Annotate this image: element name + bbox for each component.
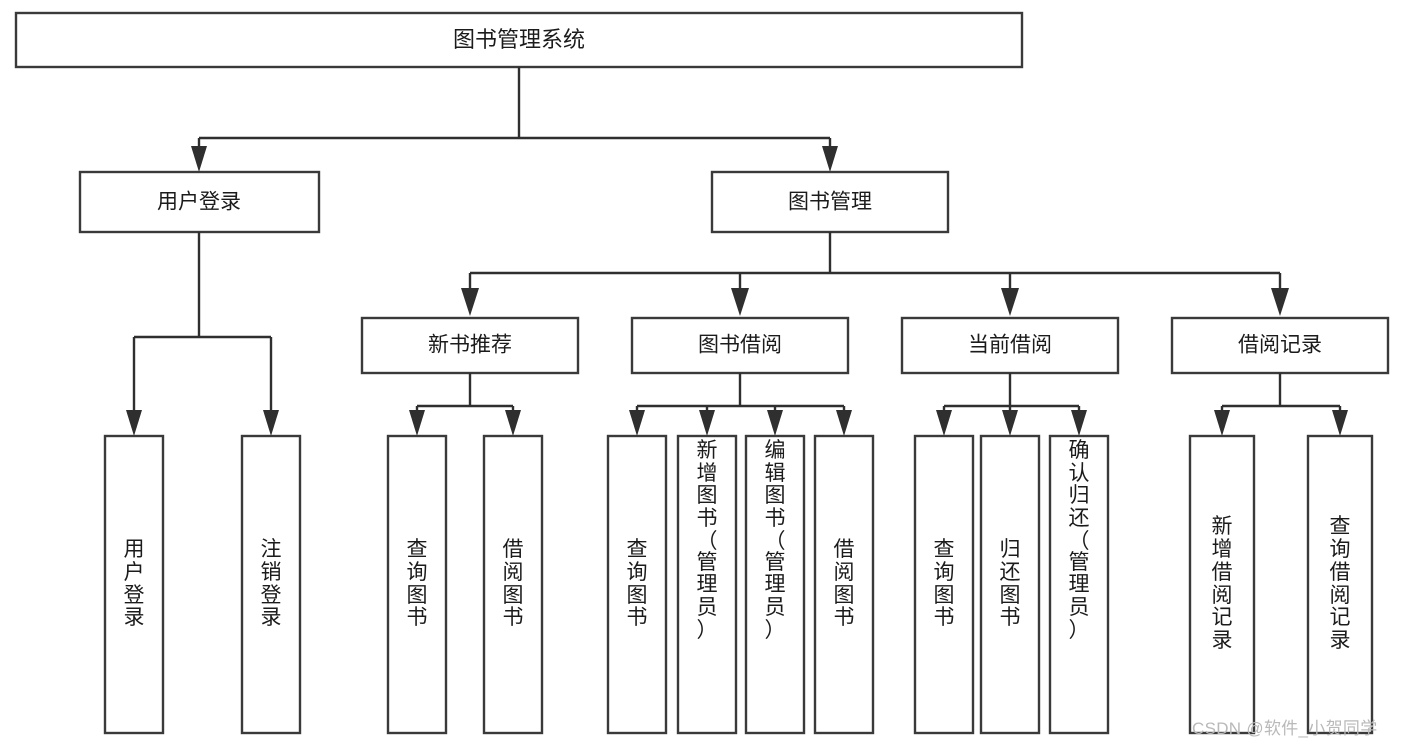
node-user-login[interactable]: 用户登录 — [78, 170, 321, 234]
leaf-box-current-borrow-2[interactable] — [979, 434, 1041, 735]
leaf-box-book-borrow-4[interactable] — [813, 434, 875, 735]
node-new-book-recommend[interactable]: 新书推荐 — [360, 316, 580, 375]
node-book-manage-label: 图书管理 — [788, 191, 872, 214]
node-root-label: 图书管理系统 — [453, 27, 585, 52]
arrow-head-user-login-leaf-1 — [126, 410, 142, 436]
node-user-login-box — [78, 170, 321, 234]
leaf-box-user-login-1[interactable] — [103, 434, 165, 735]
node-book-borrow-label: 图书借阅 — [698, 334, 782, 357]
arrow-head-to-book-borrow — [731, 288, 749, 316]
arrow-head-current-borrow-leaf-1 — [936, 410, 952, 436]
leaf-box-book-borrow-2[interactable] — [676, 434, 738, 735]
arrow-head-current-borrow-leaf-2 — [1002, 410, 1018, 436]
edge-borrow-record-to-leaves — [1214, 373, 1348, 436]
arrow-head-user-login-leaf-2 — [263, 410, 279, 436]
node-book-borrow[interactable]: 图书借阅 — [630, 316, 850, 375]
edge-root-to-level1 — [191, 67, 838, 172]
leaf-box-current-borrow-1[interactable] — [913, 434, 975, 735]
node-borrow-record[interactable]: 借阅记录 — [1170, 316, 1390, 375]
leaf-box-user-login-2[interactable] — [240, 434, 302, 735]
arrow-head-to-borrow-record — [1271, 288, 1289, 316]
node-new-book-recommend-box — [360, 316, 580, 375]
edge-user-login-to-leaves — [126, 232, 279, 436]
arrow-head-to-user-login — [191, 146, 207, 172]
arrow-head-to-book-manage — [822, 146, 838, 172]
leaf-box-new-book-2[interactable] — [482, 434, 544, 735]
arrow-head-book-borrow-leaf-2 — [699, 410, 715, 436]
leaf-box-book-borrow-3[interactable] — [744, 434, 806, 735]
node-current-borrow[interactable]: 当前借阅 — [900, 316, 1120, 375]
node-current-borrow-label: 当前借阅 — [968, 334, 1052, 357]
arrow-head-new-book-leaf-1 — [409, 410, 425, 436]
leaf-box-current-borrow-3[interactable] — [1048, 434, 1110, 735]
arrow-head-book-borrow-leaf-4 — [836, 410, 852, 436]
edge-book-manage-to-level2 — [461, 232, 1289, 316]
edge-new-book-to-leaves — [409, 373, 521, 436]
node-borrow-record-label: 借阅记录 — [1238, 334, 1322, 357]
node-root-box — [14, 11, 1024, 69]
leaf-box-borrow-record-1[interactable] — [1188, 434, 1256, 735]
watermark-text: CSDN @软件_小贺同学 — [1192, 719, 1378, 738]
leaf-box-book-borrow-1[interactable] — [606, 434, 668, 735]
node-new-book-recommend-label: 新书推荐 — [428, 334, 512, 357]
arrow-head-current-borrow-leaf-3 — [1071, 410, 1087, 436]
arrow-head-book-borrow-leaf-1 — [629, 410, 645, 436]
node-book-manage[interactable]: 图书管理 — [710, 170, 950, 234]
arrow-head-borrow-record-leaf-2 — [1332, 410, 1348, 436]
node-current-borrow-box — [900, 316, 1120, 375]
node-root[interactable]: 图书管理系统 — [14, 11, 1024, 69]
leaf-box-new-book-1[interactable] — [386, 434, 448, 735]
edge-book-borrow-to-leaves — [629, 373, 852, 436]
leaf-box-borrow-record-2[interactable] — [1306, 434, 1374, 735]
edge-current-borrow-to-leaves — [936, 373, 1087, 436]
arrow-head-borrow-record-leaf-1 — [1214, 410, 1230, 436]
node-user-login-label: 用户登录 — [157, 191, 241, 214]
arrow-head-new-book-leaf-2 — [505, 410, 521, 436]
arrow-head-to-current-borrow — [1001, 288, 1019, 316]
arrow-head-to-new-book — [461, 288, 479, 316]
arrow-head-book-borrow-leaf-3 — [767, 410, 783, 436]
